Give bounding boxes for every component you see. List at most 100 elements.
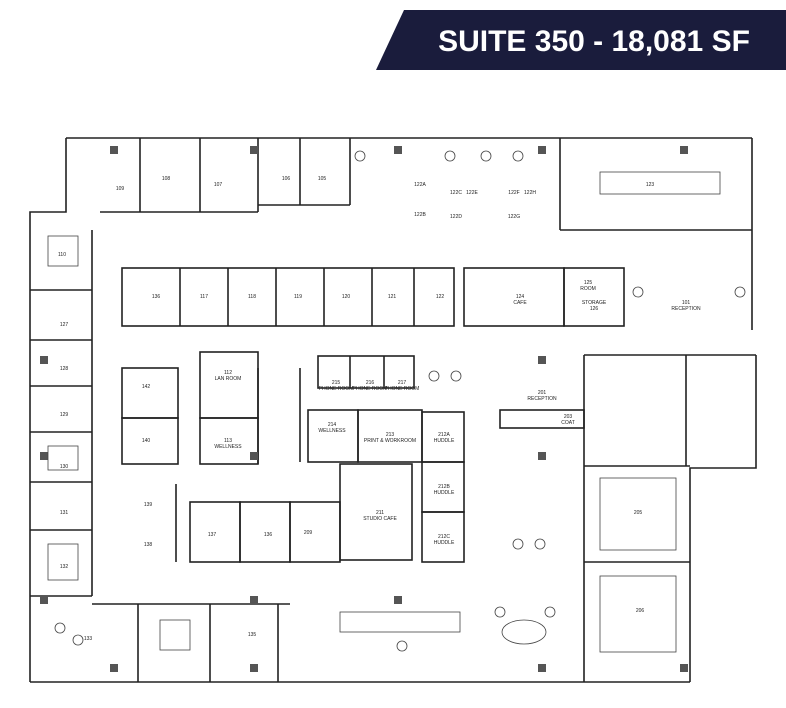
column <box>250 596 258 604</box>
label-line: WELLNESS <box>318 428 346 434</box>
label-line: 101 <box>682 300 691 306</box>
room-label-122g: 122G <box>508 214 520 220</box>
room-label-128: 128 <box>60 366 69 372</box>
column <box>250 146 258 154</box>
column <box>110 664 118 672</box>
column <box>40 356 48 364</box>
label-line: 126 <box>590 306 599 312</box>
room-label-139: 139 <box>144 502 153 508</box>
office-142 <box>121 367 179 419</box>
conference-table <box>599 171 721 195</box>
chair <box>354 150 366 162</box>
column <box>250 452 258 460</box>
column <box>394 146 402 154</box>
label-line: COAT <box>561 420 575 426</box>
room-label-122h: 122H <box>524 190 536 196</box>
suite-title: SUITE 350 - 18,081 SF <box>438 25 750 58</box>
column <box>538 452 546 460</box>
column <box>394 596 402 604</box>
room-label-106: 106 <box>282 176 291 182</box>
label-line: WELLNESS <box>214 444 242 450</box>
column <box>538 146 546 154</box>
room-label-122c: 122C <box>450 190 462 196</box>
conference-table-left <box>47 235 79 267</box>
room-label-118: 118 <box>248 294 256 300</box>
label-line: HUDDLE <box>434 490 455 496</box>
room-label-122a: 122A <box>414 182 426 188</box>
room-label-107: 107 <box>214 182 223 188</box>
label-line: 113 <box>224 438 232 444</box>
room-label-110: 110 <box>58 252 66 258</box>
wellness-214 <box>307 409 359 463</box>
chair <box>512 150 524 162</box>
label-line: RECEPTION <box>527 396 557 402</box>
room-label-119: 119 <box>294 294 302 300</box>
column <box>538 664 546 672</box>
banner-shape: SUITE 350 - 18,081 SF <box>376 10 786 70</box>
room-label-209: 209 <box>304 530 313 536</box>
label-line: PRINT & WORKROOM <box>364 438 416 444</box>
label-line: 211 <box>376 510 384 516</box>
room-label-138: 138 <box>144 542 153 548</box>
label-line: ROOM <box>580 286 596 292</box>
room-label-130: 130 <box>60 464 69 470</box>
room-label-108: 108 <box>162 176 171 182</box>
chair <box>494 606 506 618</box>
desk <box>47 543 79 581</box>
room-label-117: 117 <box>200 294 208 300</box>
desk <box>599 477 677 551</box>
chair <box>450 370 462 382</box>
room-label-120: 120 <box>342 294 351 300</box>
label-line: LAN ROOM <box>215 376 242 382</box>
outer-wall-right-lower <box>689 355 757 682</box>
cafe-room <box>463 267 565 327</box>
column <box>680 664 688 672</box>
chair <box>428 370 440 382</box>
room-label-133: 133 <box>84 636 93 642</box>
label-line: HUDDLE <box>434 438 455 444</box>
chair <box>632 286 644 298</box>
label-line: CAFE <box>513 300 527 306</box>
furniture <box>47 150 746 653</box>
room-label-137: 137 <box>208 532 217 538</box>
room-label-122d: 122D <box>450 214 462 220</box>
column <box>40 452 48 460</box>
chair <box>512 538 524 550</box>
label-line: 203 <box>564 414 573 420</box>
column <box>40 596 48 604</box>
office-209 <box>289 501 341 563</box>
plan-walls <box>29 137 757 683</box>
outer-wall-left-upper <box>29 138 67 682</box>
room-label-122e: 122E <box>466 190 478 196</box>
lan-room <box>199 351 259 419</box>
room-label-206: 206 <box>636 608 645 614</box>
label-line: PHONE ROOM <box>319 386 354 392</box>
room-label-136b: 136 <box>264 532 273 538</box>
room-label-122: 122 <box>436 294 445 300</box>
room-label-142: 142 <box>142 384 151 390</box>
suite-banner: SUITE 350 - 18,081 SF <box>0 0 786 72</box>
chair <box>534 538 546 550</box>
label-line: 125 <box>584 280 593 286</box>
desk <box>599 575 677 653</box>
chair <box>396 640 408 652</box>
room-label-205: 205 <box>634 510 643 516</box>
columns <box>40 146 688 672</box>
desk <box>339 611 461 633</box>
room-label-127: 127 <box>60 322 69 328</box>
label-line: 215 <box>332 380 341 386</box>
room-label-140: 140 <box>142 438 151 444</box>
